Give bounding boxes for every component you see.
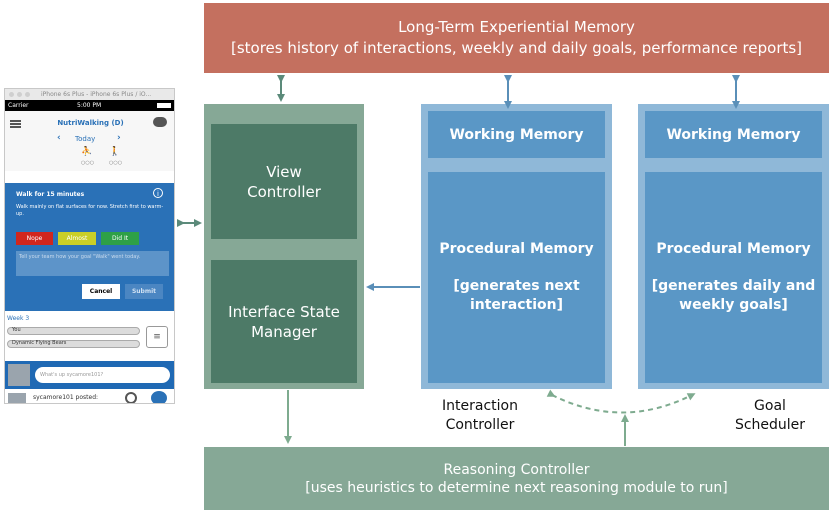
you-progress-bar: You: [7, 327, 140, 335]
view-controller-box: View Controller: [211, 124, 357, 239]
avatar: [8, 364, 30, 386]
goal-working-memory-label: Working Memory: [666, 126, 801, 143]
day-label: Today: [75, 135, 96, 143]
exercise-icon: ⛹: [81, 147, 93, 157]
post-author: sycamore101 posted:: [33, 394, 99, 401]
menu-icon[interactable]: [10, 120, 21, 128]
did-it-button[interactable]: Did It: [101, 232, 139, 245]
cancel-button[interactable]: Cancel: [82, 284, 120, 299]
phone-status-bar: Carrier 5:00 PM: [5, 100, 174, 111]
long-term-memory-subtitle: [stores history of interactions, weekly …: [230, 39, 803, 57]
walking-progress-dots: ○○○: [109, 160, 123, 166]
app-title: NutriWalking (D): [57, 119, 124, 127]
long-term-memory-title: Long-Term Experiential Memory: [398, 18, 635, 36]
goal-procedural-desc: [generates daily and weekly goals]: [651, 278, 816, 313]
goal-scheduler-label: Goal Scheduler: [734, 398, 806, 433]
prev-day-button[interactable]: ‹: [57, 133, 61, 143]
almost-button[interactable]: Almost: [58, 232, 96, 245]
wave-icon[interactable]: [151, 391, 167, 403]
clock-label: 5:00 PM: [77, 102, 102, 109]
window-close-dot[interactable]: [9, 92, 14, 97]
week-label: Week 3: [7, 315, 30, 322]
phone-screenshot: iPhone 6s Plus - iPhone 6s Plus / iO... …: [4, 88, 175, 404]
nope-button[interactable]: Nope: [16, 232, 53, 245]
interaction-procedural-memory-box: Procedural Memory [generates next intera…: [428, 172, 605, 383]
exercise-progress-dots: ○○○: [81, 160, 95, 166]
next-day-button[interactable]: ›: [117, 133, 121, 143]
interaction-controller-label: Interaction Controller: [442, 398, 518, 433]
goal-title: Walk for 15 minutes: [16, 191, 85, 198]
goal-working-memory-box: Working Memory: [645, 111, 822, 158]
team-label: Dynamic Flying Bears: [12, 340, 67, 346]
interaction-working-memory-label: Working Memory: [449, 126, 584, 143]
long-term-memory-box: Long-Term Experiential Memory [stores hi…: [204, 3, 829, 73]
window-zoom-dot[interactable]: [25, 92, 30, 97]
battery-icon: [157, 103, 171, 108]
interface-state-manager-box: Interface State Manager: [211, 260, 357, 383]
interaction-working-memory-box: Working Memory: [428, 111, 605, 158]
feed-preview: sycamore101 posted:: [5, 389, 174, 403]
submit-button[interactable]: Submit: [125, 284, 163, 299]
goal-dialog: Walk for 15 minutes i Walk mainly on fla…: [5, 183, 174, 311]
reasoning-controller-subtitle: [uses heuristics to determine next reaso…: [305, 479, 728, 496]
info-icon[interactable]: i: [153, 188, 163, 198]
interaction-procedural-memory-label: Procedural Memory: [439, 241, 594, 257]
post-avatar: [8, 393, 26, 403]
feedback-input[interactable]: Tell your team how your goal "Walk" went…: [16, 251, 169, 276]
carrier-label: Carrier: [8, 102, 29, 109]
app-header: NutriWalking (D) ‹ Today › ⛹ 🚶 ○○○ ○○○: [5, 111, 174, 171]
chat-bar: What's up sycamore101?: [5, 361, 174, 389]
walking-icon: 🚶: [109, 147, 121, 157]
goal-description: Walk mainly on flat surfaces for now. St…: [16, 204, 164, 217]
you-label: You: [12, 327, 21, 333]
phone-window-titlebar: iPhone 6s Plus - iPhone 6s Plus / iO...: [5, 89, 174, 100]
list-icon[interactable]: ≡: [146, 326, 168, 348]
goal-procedural-memory-box: Procedural Memory [generates daily and w…: [645, 172, 822, 383]
view-controller-label: View Controller: [247, 162, 321, 201]
goal-procedural-memory-label: Procedural Memory: [656, 241, 811, 257]
interface-state-manager-label: Interface State Manager: [228, 302, 340, 341]
like-icon[interactable]: [125, 392, 137, 403]
interaction-procedural-desc: [generates next interaction]: [453, 278, 580, 313]
team-progress-bar: Dynamic Flying Bears: [7, 340, 140, 348]
week-panel: Week 3 You Dynamic Flying Bears ≡: [5, 313, 174, 363]
phone-window-title: iPhone 6s Plus - iPhone 6s Plus / iO...: [41, 91, 152, 98]
reasoning-controller-title: Reasoning Controller: [443, 461, 590, 478]
reasoning-controller-box: Reasoning Controller [uses heuristics to…: [204, 447, 829, 510]
window-minimize-dot[interactable]: [17, 92, 22, 97]
chat-input[interactable]: What's up sycamore101?: [35, 367, 170, 383]
dashed-curve-interaction-goal: [546, 389, 696, 414]
chat-icon[interactable]: [153, 117, 167, 127]
